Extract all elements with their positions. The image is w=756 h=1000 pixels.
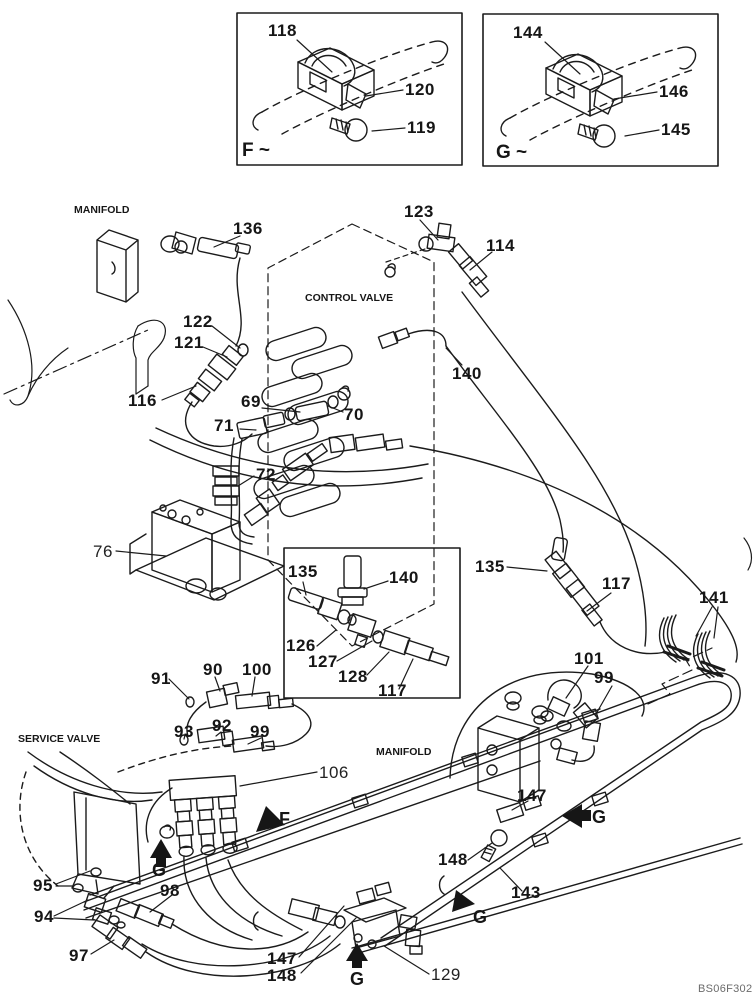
service-valve-group (19, 751, 163, 899)
part-118: 118 (268, 21, 297, 40)
fitting-90-100-group (117, 681, 312, 773)
part-95: 95 (33, 876, 53, 895)
part-119: 119 (407, 118, 436, 137)
component-control-valve: CONTROL VALVE (305, 292, 394, 304)
part-76: 76 (93, 542, 113, 561)
part-98: 98 (160, 881, 180, 900)
fitting-123-114-group (418, 222, 490, 298)
hose-runs (149, 291, 738, 663)
part-126: 126 (286, 636, 316, 655)
part-127: 127 (308, 652, 338, 671)
leader-lines (53, 39, 719, 975)
component-service-valve: SERVICE VALVE (18, 733, 101, 745)
view-letter-g-middle: G (473, 907, 488, 927)
part-144: 144 (513, 23, 543, 42)
part-69: 69 (241, 392, 261, 411)
component-manifold-upper: MANIFOLD (74, 204, 130, 216)
part-146: 146 (659, 82, 689, 101)
view-arrow-g-right (562, 804, 591, 828)
part-136: 136 (233, 219, 263, 238)
part-128: 128 (338, 667, 368, 686)
fitting-135-117-group (544, 536, 603, 627)
hose-clamp-drawing (252, 40, 449, 142)
part-135: 135 (475, 557, 505, 576)
part-147-right: 147 (517, 786, 547, 805)
tube-run (83, 672, 741, 947)
part-92: 92 (212, 716, 232, 735)
part-120: 120 (405, 80, 435, 99)
view-letter-g-left: G (152, 860, 167, 880)
part-93: 93 (174, 722, 194, 741)
part-121: 121 (174, 333, 204, 352)
part-99-right: 99 (594, 668, 614, 687)
part-148-bottom: 148 (267, 966, 297, 985)
part-123: 123 (404, 202, 434, 221)
construction-lines (3, 299, 753, 705)
part-70: 70 (344, 405, 364, 424)
part-114: 114 (486, 236, 515, 255)
hose-bundle-141 (658, 614, 726, 679)
part-72: 72 (256, 465, 276, 484)
valve-106-group (145, 775, 303, 941)
component-manifold-lower: MANIFOLD (376, 746, 432, 758)
pipe-72-and-pump-76 (129, 433, 404, 601)
part-100: 100 (242, 660, 272, 679)
part-106: 106 (319, 763, 349, 782)
part-129: 129 (431, 965, 461, 984)
lower-manifold-block (449, 671, 645, 803)
part-147-bottom: 147 (267, 949, 297, 968)
part-99: 99 (250, 722, 270, 741)
part-90: 90 (203, 660, 223, 679)
view-arrow-f (256, 806, 285, 832)
part-101: 101 (574, 649, 604, 668)
inset-box-g (482, 13, 719, 167)
part-122: 122 (183, 312, 213, 331)
part-143: 143 (511, 883, 541, 902)
view-tag-g: G ~ (496, 142, 528, 163)
view-letter-f: F (279, 809, 290, 829)
part-97: 97 (69, 946, 89, 965)
part-145: 145 (661, 120, 691, 139)
view-arrows (150, 804, 591, 968)
drawing-code: BS06F302 (698, 983, 753, 995)
part-91: 91 (151, 669, 171, 688)
part-141: 141 (699, 588, 729, 607)
part-117: 117 (602, 574, 631, 593)
view-arrow-g-bottom (346, 943, 368, 968)
view-arrow-g-left (150, 839, 172, 867)
part-116: 116 (128, 391, 157, 410)
inset-box-f (236, 12, 463, 166)
part-117-detail: 117 (378, 681, 407, 700)
view-tag-f: F ~ (242, 140, 270, 161)
fitting-116-group (184, 343, 253, 448)
part-140-detail: 140 (389, 568, 419, 587)
fitting-69-71-group (236, 327, 447, 440)
fitting-94-98-group (72, 867, 341, 977)
view-letter-g-right: G (592, 807, 607, 827)
view-arrow-g-middle (452, 890, 475, 912)
part-71: 71 (214, 416, 234, 435)
part-140: 140 (452, 364, 482, 383)
part-148-right: 148 (438, 850, 468, 869)
assembly-129-group (252, 795, 743, 955)
view-letter-g-bottom: G (350, 969, 365, 989)
part-135-detail: 135 (288, 562, 318, 581)
inset-box-detail (283, 547, 461, 699)
upper-manifold-block (96, 229, 252, 347)
part-94: 94 (34, 907, 54, 926)
